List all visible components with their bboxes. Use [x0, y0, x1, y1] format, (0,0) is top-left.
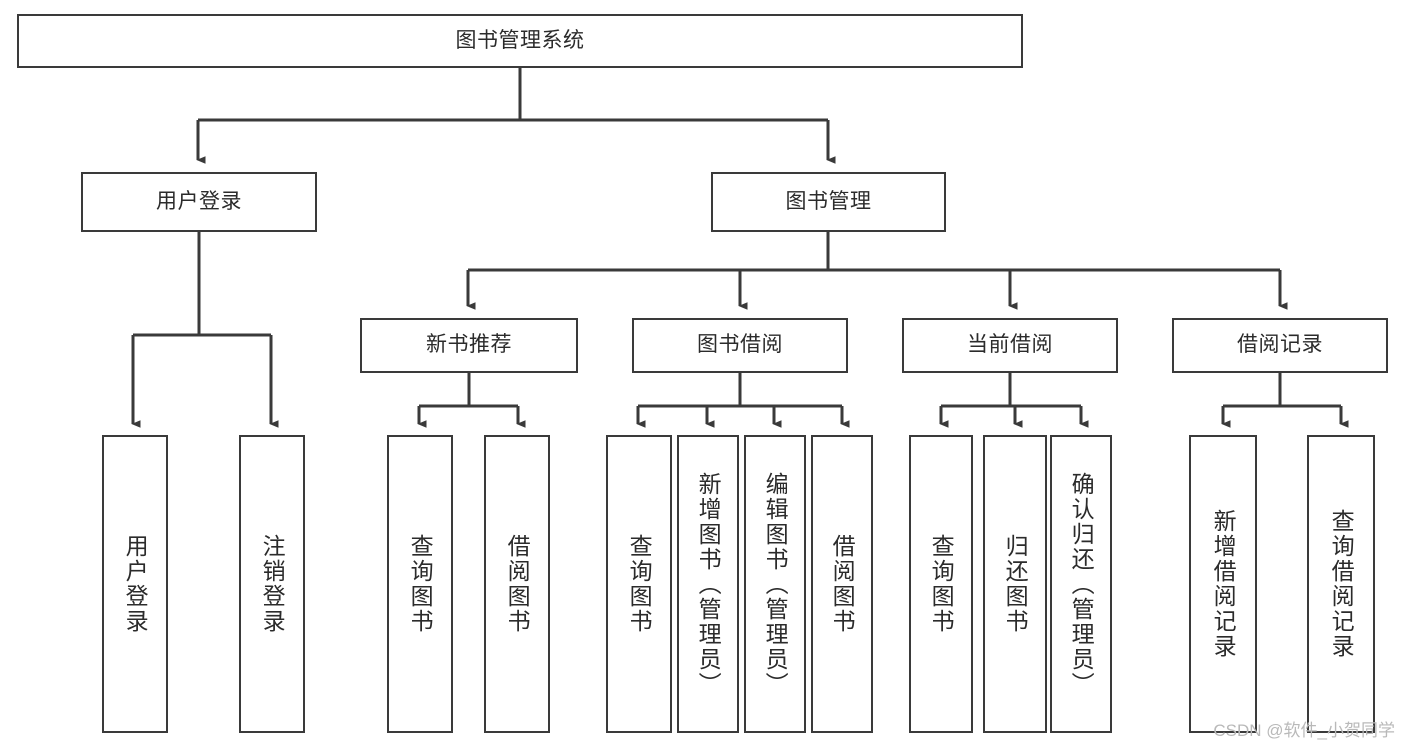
node-book-borrow[interactable]: 图书借阅 [632, 318, 848, 373]
leaf-borrow-book-recommend[interactable]: 借阅图书 [484, 435, 550, 733]
node-borrow-record[interactable]: 借阅记录 [1172, 318, 1388, 373]
node-new-book-recommend-label: 新书推荐 [426, 333, 512, 357]
leaf-query-book-current[interactable]: 查询图书 [909, 435, 973, 733]
leaf-query-borrow-record-label: 查询借阅记录 [1328, 509, 1355, 659]
leaf-query-book-current-label: 查询图书 [928, 534, 955, 634]
leaf-borrow-book-recommend-label: 借阅图书 [504, 534, 531, 634]
leaf-query-book-borrow-label: 查询图书 [626, 534, 653, 634]
watermark: CSDN @软件_小贺同学 [1213, 721, 1395, 740]
node-root-label: 图书管理系统 [455, 28, 585, 52]
leaf-borrow-book[interactable]: 借阅图书 [811, 435, 873, 733]
node-current-borrow[interactable]: 当前借阅 [902, 318, 1118, 373]
leaf-query-borrow-record[interactable]: 查询借阅记录 [1307, 435, 1375, 733]
leaf-logout[interactable]: 注销登录 [239, 435, 305, 733]
node-user-login[interactable]: 用户登录 [81, 172, 317, 232]
leaf-add-borrow-record[interactable]: 新增借阅记录 [1189, 435, 1257, 733]
leaf-add-borrow-record-label: 新增借阅记录 [1210, 509, 1237, 659]
leaf-confirm-return-admin-label: 确认归还（管理员） [1068, 471, 1095, 697]
leaf-add-book-admin[interactable]: 新增图书（管理员） [677, 435, 739, 733]
node-current-borrow-label: 当前借阅 [967, 333, 1053, 357]
leaf-add-book-admin-label: 新增图书（管理员） [695, 471, 722, 697]
node-book-management-label: 图书管理 [785, 189, 872, 213]
leaf-query-book-recommend-label: 查询图书 [407, 534, 434, 634]
leaf-edit-book-admin-label: 编辑图书（管理员） [762, 471, 789, 697]
node-new-book-recommend[interactable]: 新书推荐 [360, 318, 578, 373]
leaf-query-book-borrow[interactable]: 查询图书 [606, 435, 672, 733]
leaf-edit-book-admin[interactable]: 编辑图书（管理员） [744, 435, 806, 733]
node-book-borrow-label: 图书借阅 [697, 333, 783, 357]
leaf-confirm-return-admin[interactable]: 确认归还（管理员） [1050, 435, 1112, 733]
leaf-query-book-recommend[interactable]: 查询图书 [387, 435, 453, 733]
node-book-management[interactable]: 图书管理 [711, 172, 946, 232]
leaf-logout-label: 注销登录 [259, 534, 286, 634]
node-root[interactable]: 图书管理系统 [17, 14, 1023, 68]
leaf-user-login-label: 用户登录 [122, 534, 149, 634]
node-borrow-record-label: 借阅记录 [1237, 333, 1323, 357]
leaf-borrow-book-label: 借阅图书 [829, 534, 856, 634]
leaf-return-book-label: 归还图书 [1002, 534, 1029, 634]
node-user-login-label: 用户登录 [156, 189, 242, 213]
leaf-return-book[interactable]: 归还图书 [983, 435, 1047, 733]
leaf-user-login[interactable]: 用户登录 [102, 435, 168, 733]
